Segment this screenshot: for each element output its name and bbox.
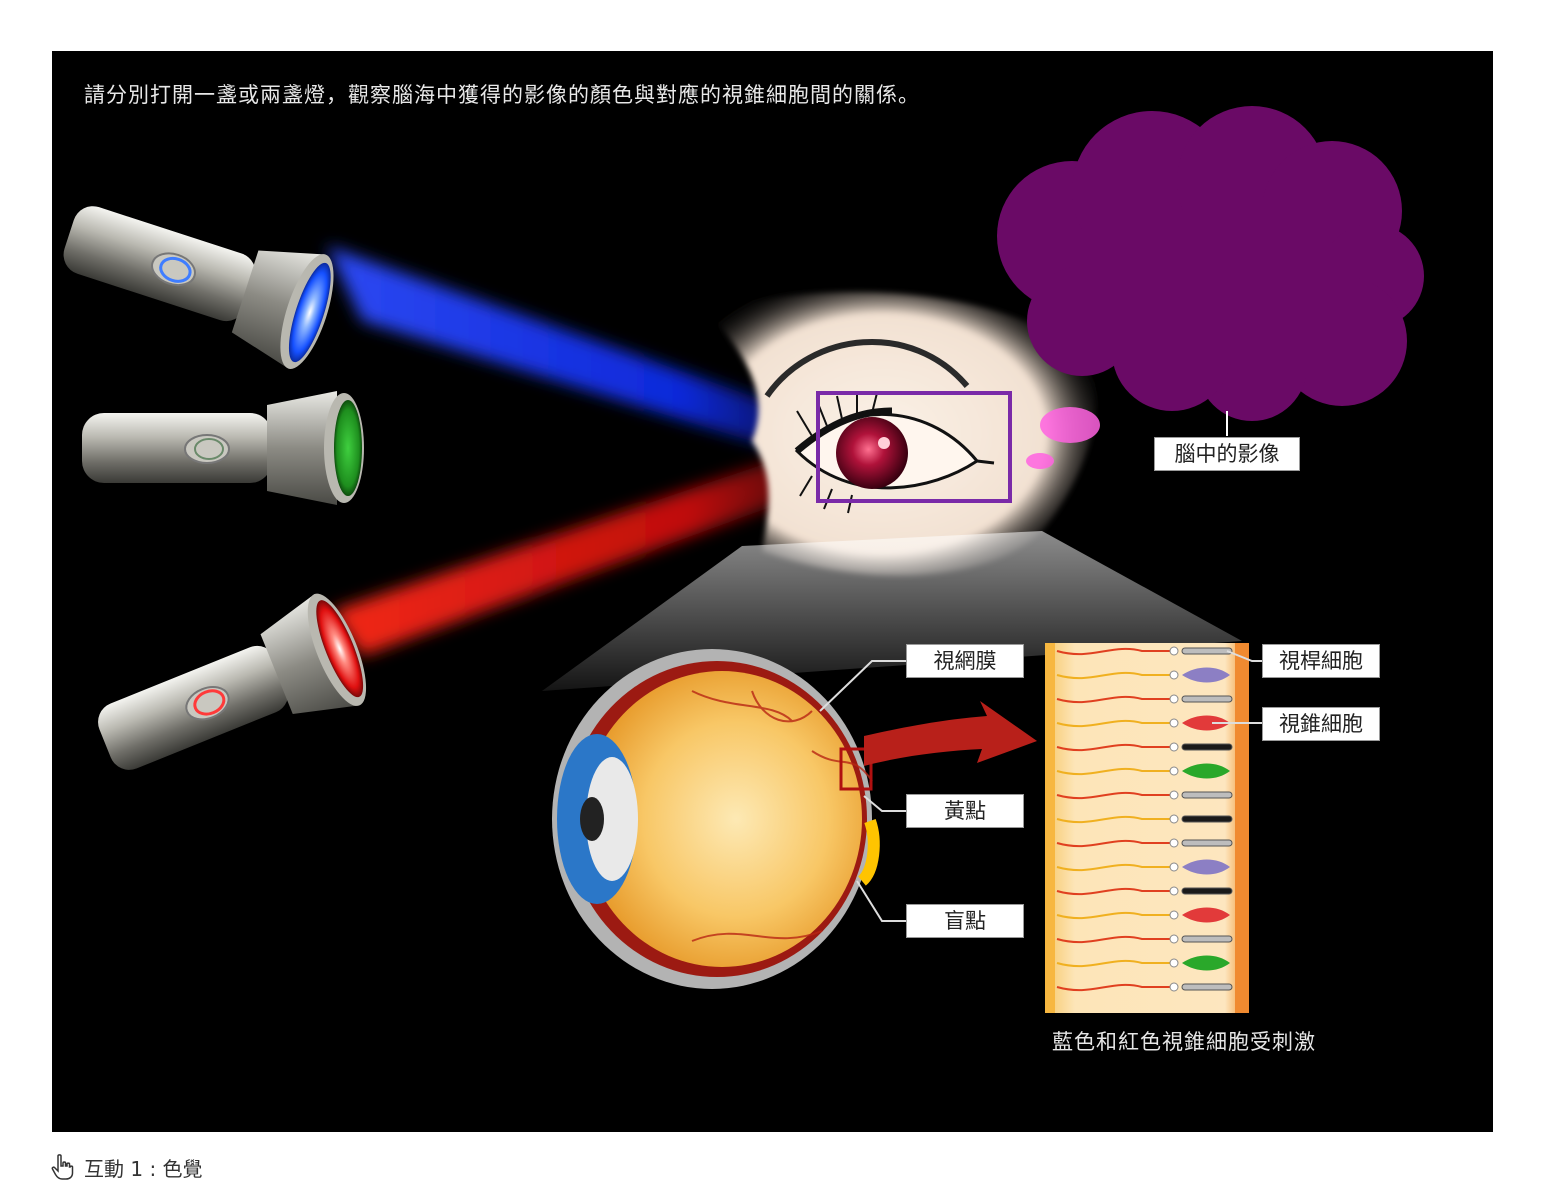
- cell-nucleus: [1169, 838, 1179, 848]
- eye-face-illustration: [707, 291, 1100, 576]
- light-beams: [327, 246, 842, 656]
- flashlight-red[interactable]: [83, 587, 378, 799]
- nerve-fiber: [1056, 671, 1172, 680]
- rod-cell: [1181, 839, 1233, 847]
- cell-nucleus: [1169, 766, 1179, 776]
- leader-lines: [819, 650, 1264, 922]
- eye-selection-box: [816, 391, 1012, 503]
- cone-cell-label: 視錐細胞: [1262, 707, 1380, 741]
- blue-light-beam: [327, 246, 832, 466]
- cone-cell: [1182, 763, 1230, 779]
- nerve-fiber: [1056, 767, 1172, 776]
- cell-nucleus: [1169, 934, 1179, 944]
- cell-nucleus: [1169, 742, 1179, 752]
- cone-cell: [1182, 955, 1230, 971]
- iris: [836, 417, 908, 489]
- stimulation-status: 藍色和紅色視錐細胞受刺激: [1052, 1030, 1316, 1054]
- rod-cell-label: 視桿細胞: [1262, 644, 1380, 678]
- rod-cell: [1181, 647, 1233, 655]
- rod-cell: [1181, 695, 1233, 703]
- cone-cell: [1182, 715, 1230, 731]
- cell-nucleus: [1169, 862, 1179, 872]
- cell-nucleus: [1169, 646, 1179, 656]
- brain-image-label: 腦中的影像: [1154, 437, 1300, 471]
- perceived-image-cloud: [997, 106, 1424, 421]
- rod-cell: [1181, 887, 1233, 895]
- cell-nucleus: [1169, 670, 1179, 680]
- cell-nucleus: [1169, 814, 1179, 824]
- nerve-fiber: [1056, 839, 1172, 848]
- rod-cell: [1181, 935, 1233, 943]
- cone-cell: [1182, 859, 1230, 875]
- blind-spot-label: 盲點: [906, 904, 1024, 938]
- color-vision-scene: [52, 106, 1424, 1013]
- rod-cell: [1181, 743, 1233, 751]
- cell-nucleus: [1169, 790, 1179, 800]
- eyeball-cross-section: [552, 649, 880, 989]
- flashlight-blue[interactable]: [52, 177, 345, 375]
- retina-label: 視網膜: [906, 644, 1024, 678]
- nerve-fiber: [1056, 887, 1172, 896]
- rod-cell: [1181, 815, 1233, 823]
- nerve-fiber: [1056, 743, 1172, 752]
- nerve-fiber: [1056, 791, 1172, 800]
- nerve-fiber: [1056, 983, 1172, 992]
- photoreceptor-panel: [1045, 643, 1249, 1013]
- figure-caption: 互動 1 : 色覺: [50, 1152, 203, 1182]
- cone-cell: [1182, 667, 1230, 683]
- flashlight-green[interactable]: [82, 391, 364, 505]
- nerve-fiber: [1056, 695, 1172, 704]
- cell-nucleus: [1169, 982, 1179, 992]
- interactive-stage: 請分別打開一盞或兩盞燈，觀察腦海中獲得的影像的顏色與對應的視錐細胞間的關係。 腦…: [52, 51, 1493, 1132]
- red-light-beam: [332, 441, 842, 656]
- nerve-fiber: [1056, 935, 1172, 944]
- cell-nucleus: [1169, 910, 1179, 920]
- cell-nucleus: [1169, 694, 1179, 704]
- cell-nucleus: [1169, 886, 1179, 896]
- nerve-fiber: [1056, 911, 1172, 920]
- caption-text: 互動 1 : 色覺: [84, 1156, 203, 1181]
- cell-nucleus: [1169, 718, 1179, 728]
- cone-cell: [1182, 907, 1230, 923]
- instruction-text: 請分別打開一盞或兩盞燈，觀察腦海中獲得的影像的顏色與對應的視錐細胞間的關係。: [84, 83, 920, 107]
- eyebrow: [764, 338, 970, 398]
- retina-selection-box: [839, 747, 873, 791]
- nerve-fiber: [1056, 719, 1172, 728]
- nerve-fiber: [1056, 815, 1172, 824]
- nerve-fiber: [1056, 863, 1172, 872]
- rod-cell: [1181, 983, 1233, 991]
- macula-label: 黃點: [906, 794, 1024, 828]
- hand-pointer-icon: [51, 1154, 74, 1180]
- cell-nucleus: [1169, 958, 1179, 968]
- nerve-fiber: [1056, 959, 1172, 968]
- nerve-fiber: [1056, 647, 1172, 656]
- rod-cell: [1181, 791, 1233, 799]
- zoom-arrow: [864, 701, 1037, 766]
